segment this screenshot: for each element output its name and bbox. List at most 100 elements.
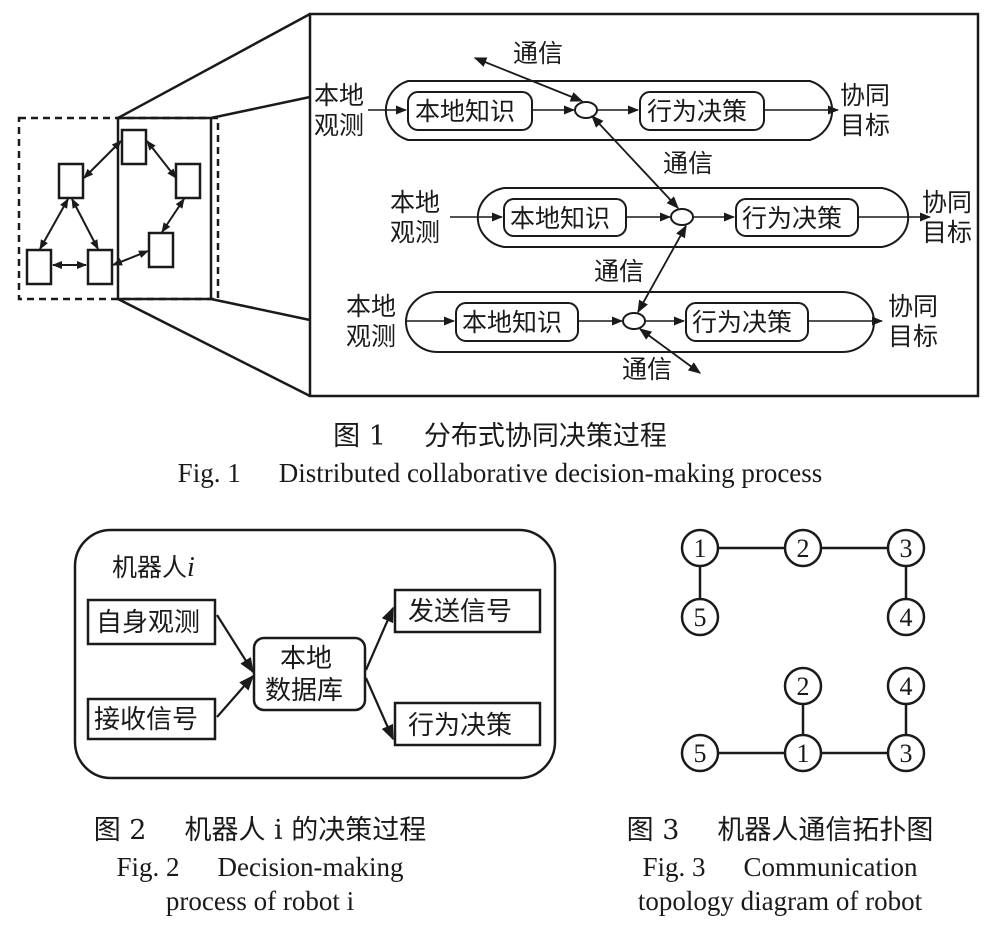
robot-title: 机器人i — [112, 552, 195, 583]
robot-node-label: 5 — [694, 739, 707, 768]
local-knowledge-label: 本地知识 — [510, 204, 610, 233]
robot-node-label: 2 — [797, 672, 810, 701]
comm-arrow — [473, 57, 584, 102]
robot-node-label: 1 — [797, 739, 810, 768]
receive-signal-label: 接收信号 — [94, 705, 198, 735]
comm-label: 通信 — [513, 39, 563, 68]
fusion-node — [622, 312, 646, 330]
collab-goal-label: 目标 — [840, 111, 890, 140]
robot-node-label: 5 — [694, 603, 707, 632]
decision-row-1 — [368, 57, 840, 141]
robot-node — [886, 597, 926, 637]
robot-node — [886, 733, 926, 773]
agent-link — [112, 250, 149, 266]
agent-link — [39, 198, 69, 250]
flow-arrow — [364, 606, 395, 671]
behavior-decision-box — [685, 302, 809, 342]
robot-node-label: 4 — [900, 603, 913, 632]
projection-line — [210, 297, 311, 322]
local-knowledge-label: 本地知识 — [415, 97, 515, 126]
behavior-decision-label: 行为决策 — [408, 711, 512, 741]
collab-goal-label: 协同 — [840, 81, 890, 110]
comm-label: 通信 — [594, 257, 644, 286]
robot-node-label: 4 — [900, 672, 913, 701]
robot-node-label: 3 — [900, 534, 913, 563]
projection-line — [117, 297, 311, 398]
collab-goal-label: 协同 — [888, 292, 938, 321]
agent-node — [120, 128, 148, 166]
agent-node — [57, 162, 85, 200]
robot-node — [680, 597, 720, 637]
agent-link — [71, 198, 99, 250]
agent-link — [146, 140, 177, 179]
behavior-decision-box — [639, 91, 765, 131]
figure-2 — [73, 528, 557, 780]
figure-1: 本地 观测 本地知识 行为决策 协同 目标 通信 通信 本地 观测 本地知识 行… — [17, 12, 980, 398]
robot-node — [783, 528, 823, 568]
local-observation-label: 观测 — [346, 322, 396, 351]
local-observation-label: 观测 — [390, 218, 440, 247]
projection-line — [210, 95, 311, 120]
robot-node — [680, 733, 720, 773]
figure-3: 1 2 3 5 4 2 4 5 1 3 — [680, 528, 926, 773]
agent-link — [161, 198, 185, 233]
send-signal-label: 发送信号 — [408, 597, 512, 627]
robot-capsule — [384, 80, 834, 141]
self-observation-box — [86, 598, 217, 646]
robot-node — [680, 528, 720, 568]
decision-row-2 — [450, 115, 932, 248]
local-observation-label: 观测 — [314, 111, 364, 140]
comm-label: 通信 — [663, 149, 713, 178]
collab-goal-label: 协同 — [922, 188, 972, 217]
flow-arrow — [364, 677, 395, 741]
robot-node — [886, 528, 926, 568]
robot-node — [886, 666, 926, 706]
agent-node — [174, 162, 202, 200]
flow-arrow — [216, 674, 255, 718]
agent-node — [86, 248, 114, 286]
robot-node — [783, 666, 823, 706]
fusion-node — [670, 208, 694, 226]
decision-row-3 — [405, 224, 884, 374]
behavior-decision-label: 行为决策 — [692, 308, 792, 337]
network-overview — [17, 12, 311, 398]
local-knowledge-label: 本地知识 — [462, 308, 562, 337]
robot-node-label: 1 — [694, 534, 707, 563]
local-knowledge-box — [407, 91, 533, 131]
agent-node — [147, 231, 175, 269]
robot-node-label: 3 — [900, 739, 913, 768]
robot-capsule — [405, 291, 875, 353]
fusion-node — [574, 101, 598, 119]
local-database-label: 数据库 — [265, 676, 343, 706]
receive-signal-box — [86, 697, 217, 741]
send-signal-box — [393, 588, 542, 634]
flow-arrow — [216, 614, 254, 674]
robot-container — [73, 528, 557, 780]
behavior-decision-label: 行为决策 — [647, 97, 747, 126]
comm-label: 通信 — [622, 355, 672, 384]
zoom-window — [116, 116, 213, 301]
local-knowledge-box — [455, 302, 579, 342]
robot-node-label: 2 — [797, 534, 810, 563]
collab-goal-label: 目标 — [922, 218, 972, 247]
agent-node — [25, 248, 53, 286]
expanded-view-frame — [308, 12, 980, 398]
local-database-label: 本地 — [280, 644, 332, 674]
local-observation-label: 本地 — [346, 292, 396, 321]
local-database-box — [252, 636, 367, 712]
projection-line — [117, 12, 311, 120]
agent-link — [83, 140, 122, 179]
comm-arrow — [591, 115, 679, 209]
behavior-decision-label: 行为决策 — [742, 204, 842, 233]
local-observation-label: 本地 — [390, 188, 440, 217]
figure-2-caption-en-line2: process of robot i — [165, 886, 355, 916]
figure-3-caption-en-line2: topology diagram of robot — [637, 886, 923, 916]
